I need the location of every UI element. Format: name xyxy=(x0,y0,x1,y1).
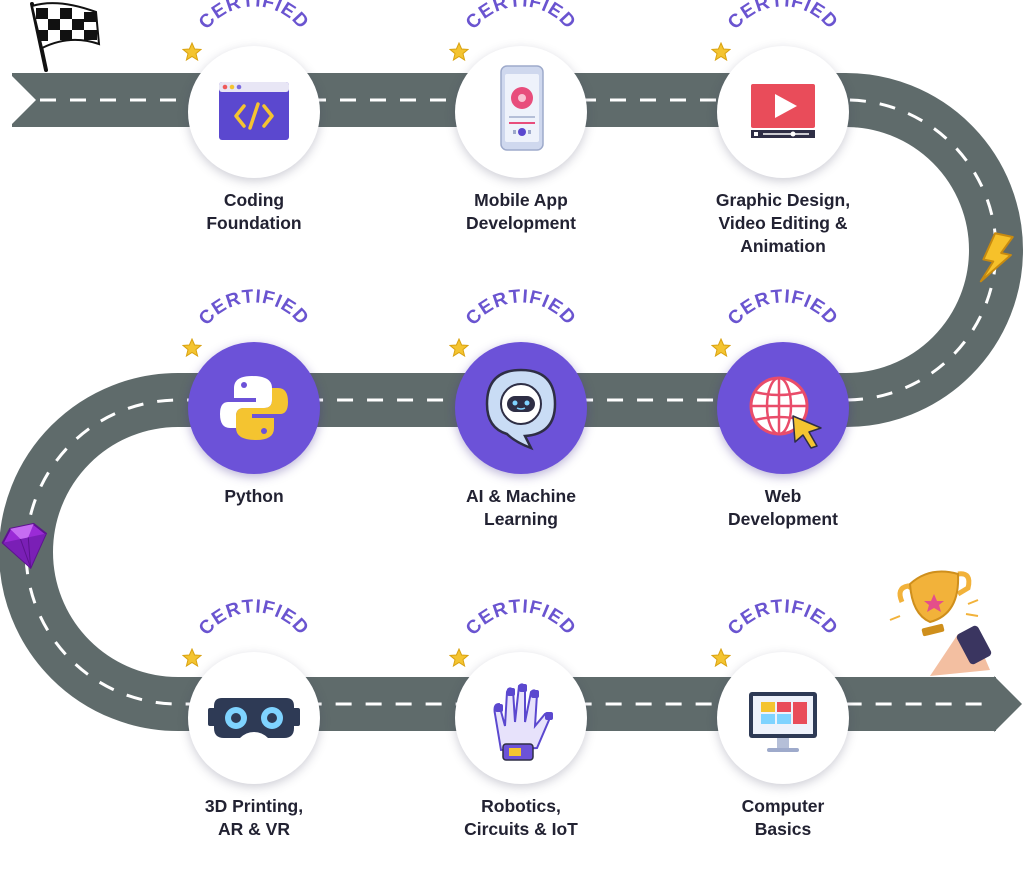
trophy-icon xyxy=(889,570,992,676)
course-icon-circle xyxy=(455,342,587,474)
star-icon xyxy=(449,648,469,668)
road-start-notch xyxy=(8,72,36,128)
node-3d-printing-ar-vr[interactable]: CERTIFIED 3D Printing,AR & VR xyxy=(179,596,329,872)
course-title: Python xyxy=(224,486,284,506)
star-icon xyxy=(449,42,469,62)
star-icon xyxy=(711,338,731,358)
course-icon-circle xyxy=(717,652,849,784)
node-python[interactable]: CERTIFIED Python xyxy=(179,286,329,562)
robot-chat-icon xyxy=(485,368,557,451)
python-logo-icon xyxy=(220,376,288,440)
course-title: 3D Printing,AR & VR xyxy=(204,796,304,839)
node-graphic-design[interactable]: CERTIFIED Graphic Design,Video Editing &… xyxy=(708,0,858,266)
course-title: Graphic Design,Video Editing &Animation xyxy=(715,190,851,256)
certified-badge: CERTIFIED xyxy=(724,0,841,34)
desktop-computer-icon xyxy=(749,692,817,752)
road-arrow-end xyxy=(994,676,1022,732)
star-icon xyxy=(182,648,202,668)
lightning-bolt-icon xyxy=(979,232,1014,283)
course-icon-circle xyxy=(455,46,587,178)
mobile-phone-icon xyxy=(500,65,544,151)
svg-text:CERTIFIED: CERTIFIED xyxy=(462,0,580,34)
svg-text:CERTIFIED: CERTIFIED xyxy=(724,0,842,34)
svg-text:CERTIFIED: CERTIFIED xyxy=(195,0,313,34)
video-player-icon xyxy=(751,84,815,138)
star-icon xyxy=(182,42,202,62)
globe-cursor-icon xyxy=(749,376,822,449)
code-window-icon xyxy=(219,82,289,140)
star-icon xyxy=(711,42,731,62)
star-icon xyxy=(182,338,202,358)
certified-badge: CERTIFIED xyxy=(462,0,579,34)
checkered-flag-icon xyxy=(30,2,101,72)
node-robotics-circuits-iot[interactable]: CERTIFIED Robotics,Circuits & IoT xyxy=(446,596,596,872)
course-icon-circle xyxy=(717,342,849,474)
course-icon-circle xyxy=(188,652,320,784)
certified-badge: CERTIFIED xyxy=(195,0,312,34)
course-icon-circle xyxy=(455,652,587,784)
course-icon-circle xyxy=(717,46,849,178)
star-icon xyxy=(449,338,469,358)
star-icon xyxy=(711,648,731,668)
vr-headset-icon xyxy=(208,698,300,738)
purple-gem-icon xyxy=(1,522,48,570)
course-title: Robotics,Circuits & IoT xyxy=(464,796,578,839)
course-icon-circle xyxy=(188,342,320,474)
course-icon-circle xyxy=(188,46,320,178)
robotic-glove-icon xyxy=(493,683,553,761)
